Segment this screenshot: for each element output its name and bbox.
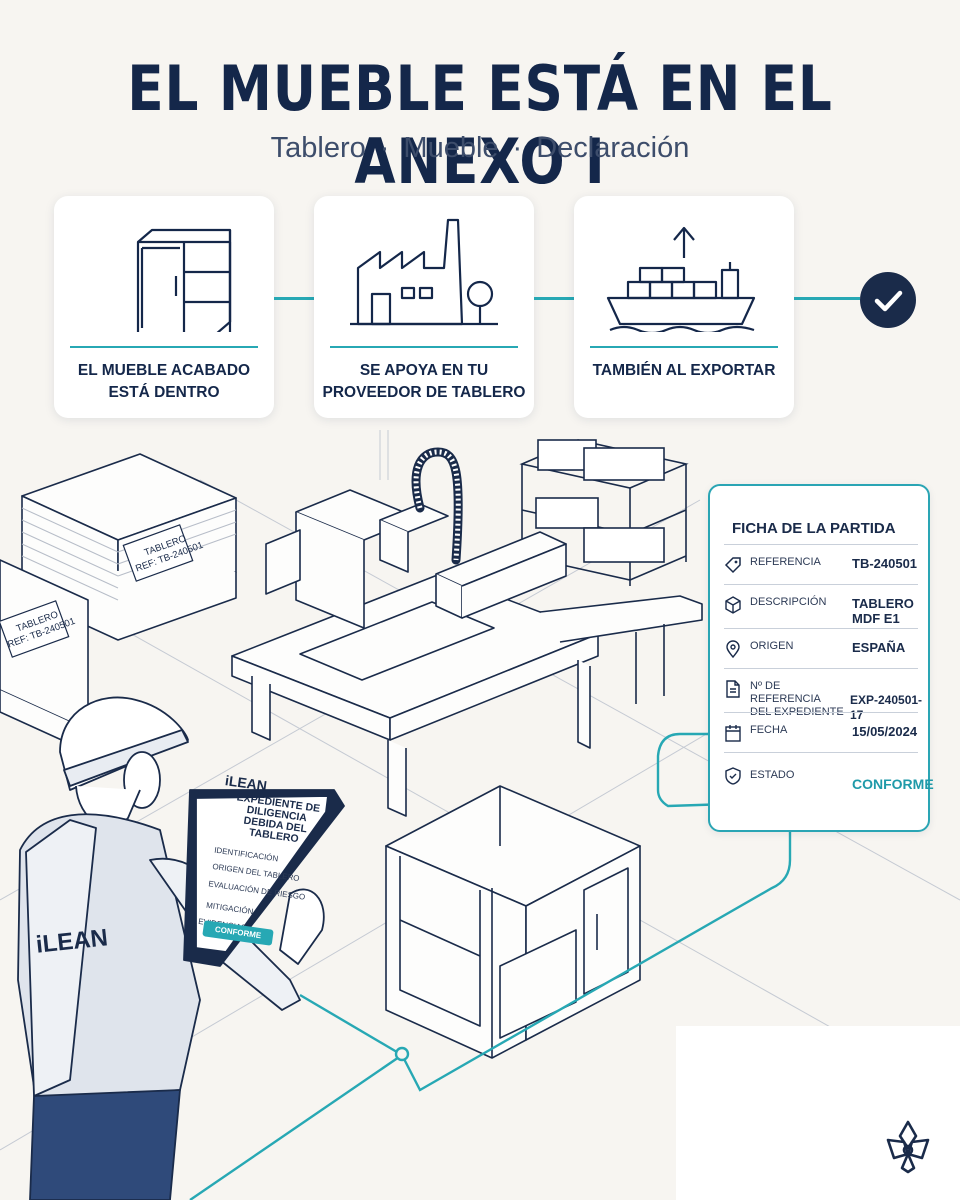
step-card-mueble: EL MUEBLE ACABADO ESTÁ DENTRO <box>54 196 274 418</box>
box-icon <box>725 596 741 614</box>
ficha-key: ORIGEN <box>750 640 794 652</box>
step-divider <box>590 346 778 348</box>
ficha-title: FICHA DE LA PARTIDA <box>732 520 896 537</box>
ficha-key: DESCRIPCIÓN <box>750 596 827 608</box>
connector-line <box>274 297 314 300</box>
subtitle-item-mueble: Mueble <box>403 132 499 164</box>
step-card-proveedor: SE APOYA EN TU PROVEEDOR DE TABLERO <box>314 196 534 418</box>
ficha-status-value: CONFORME <box>852 776 934 792</box>
brand-logo-icon <box>886 1120 930 1174</box>
subtitle: Tablero · Mueble · Declaración <box>0 132 960 165</box>
factory-floor-illustration <box>0 430 960 1200</box>
document-icon <box>726 680 740 698</box>
page-title: EL MUEBLE ESTÁ EN EL ANEXO I <box>127 52 833 198</box>
subtitle-separator: · <box>379 132 390 164</box>
ficha-value: TABLERO MDF E1 <box>852 596 914 626</box>
ficha-key: ESTADO <box>750 769 795 781</box>
ficha-value: 15/05/2024 <box>852 724 918 739</box>
step-divider <box>330 346 518 348</box>
connector-line <box>534 297 574 300</box>
ficha-key: FECHA <box>750 724 788 736</box>
ficha-row-fecha: FECHA 15/05/2024 <box>724 712 918 753</box>
corner-panel <box>676 1026 960 1200</box>
connector-line <box>794 297 860 300</box>
ficha-value: TB-240501 <box>852 556 918 571</box>
step-card-exportar: TAMBIÉN AL EXPORTAR <box>574 196 794 418</box>
ficha-value: ESPAÑA <box>852 640 906 655</box>
ficha-value: EXP-240501-17 <box>850 693 923 722</box>
cargo-ship-icon <box>606 226 756 332</box>
subtitle-item-declaracion: Declaración <box>536 132 690 164</box>
subtitle-separator: · <box>512 132 523 164</box>
ficha-row-estado: ESTADO CONFORME <box>724 752 934 811</box>
step-divider <box>70 346 258 348</box>
ficha-row-origen: ORIGEN ESPAÑA <box>724 628 918 669</box>
ficha-card: FICHA DE LA PARTIDA REFERENCIA TB-240501… <box>708 484 934 832</box>
tag-icon <box>724 557 741 574</box>
ficha-row-expediente: Nº DE REFERENCIA DEL EXPEDIENTE EXP-2405… <box>724 668 922 722</box>
step-label: EL MUEBLE ACABADO ESTÁ DENTRO <box>77 362 251 401</box>
factory-icon <box>350 218 498 326</box>
step-label: TAMBIÉN AL EXPORTAR <box>592 362 776 379</box>
ficha-row-descripcion: DESCRIPCIÓN TABLERO MDF E1 <box>724 584 918 629</box>
ficha-row-referencia: REFERENCIA TB-240501 <box>724 544 918 585</box>
checkmark-circle-icon <box>860 272 916 328</box>
ficha-key: REFERENCIA <box>750 556 821 568</box>
cabinet-icon <box>136 228 232 332</box>
calendar-icon <box>725 725 741 742</box>
location-pin-icon <box>726 640 740 658</box>
shield-check-icon <box>725 767 741 785</box>
step-label: SE APOYA EN TU PROVEEDOR DE TABLERO <box>322 362 526 401</box>
subtitle-item-tablero: Tablero <box>270 132 366 164</box>
